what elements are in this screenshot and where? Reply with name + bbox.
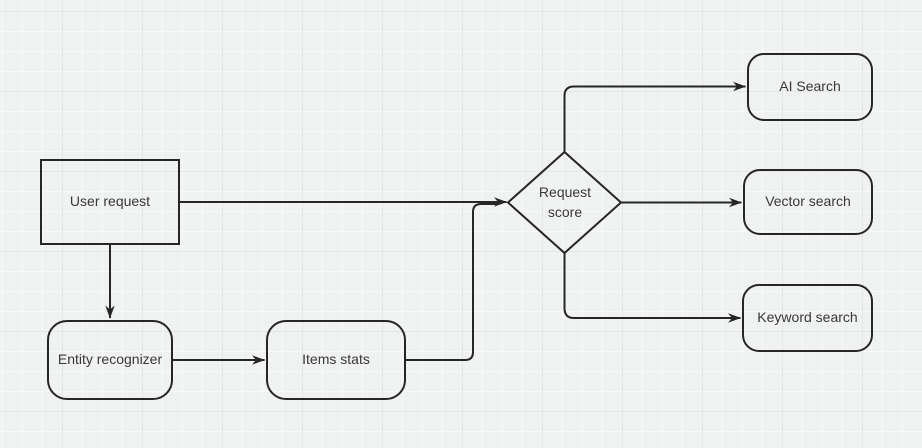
entity-recognizer-shape[interactable]: [47, 320, 173, 400]
edge-request-score-to-keyword-search[interactable]: [563, 253, 741, 323]
edge-request-score-to-ai-search[interactable]: [563, 81, 746, 153]
node-request-score[interactable]: Request score: [526, 152, 604, 253]
vector-search-label: Vector search: [765, 193, 851, 210]
node-entity-recognizer[interactable]: Entity recognizer: [48, 321, 172, 399]
vector-search-shape[interactable]: [743, 169, 873, 235]
items-stats-label: Items stats: [302, 351, 370, 368]
node-user-request[interactable]: User request: [41, 160, 179, 244]
keyword-search-shape[interactable]: [742, 284, 873, 352]
ai-search-label: AI Search: [779, 78, 841, 95]
node-ai-search[interactable]: AI Search: [748, 54, 872, 120]
node-keyword-search[interactable]: Keyword search: [743, 285, 872, 351]
user-request-label: User request: [69, 193, 151, 210]
keyword-search-label: Keyword search: [757, 309, 858, 326]
node-items-stats[interactable]: Items stats: [267, 321, 405, 399]
items-stats-shape[interactable]: [266, 320, 406, 400]
node-vector-search[interactable]: Vector search: [744, 170, 872, 234]
user-request-shape[interactable]: [40, 159, 180, 245]
request-score-shape[interactable]: [506, 150, 623, 255]
ai-search-shape[interactable]: [747, 53, 873, 121]
request-score-label: Request score: [538, 184, 592, 220]
edge-items-stats-to-request-score[interactable]: [405, 203, 498, 361]
entity-recognizer-label: Entity recognizer: [57, 351, 163, 368]
